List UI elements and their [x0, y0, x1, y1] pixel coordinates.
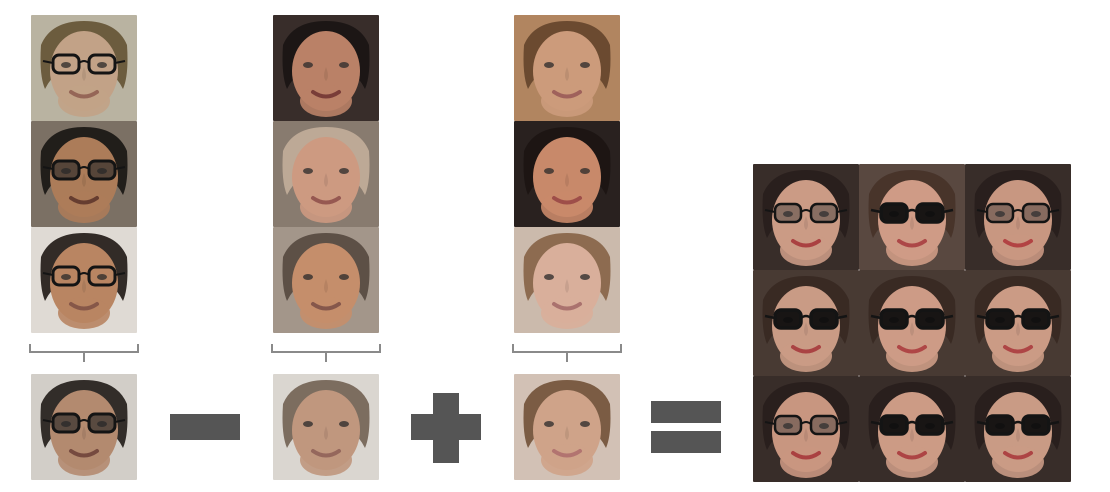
result-face-r2c1: [753, 270, 859, 376]
face-col2-row2: [273, 121, 379, 227]
brace-col3: [512, 344, 622, 362]
result-face-r2c3: [965, 270, 1071, 376]
result-face-r3c1: [753, 376, 859, 482]
result-face-r1c2: [859, 164, 965, 270]
face-col1-row1: [31, 15, 137, 121]
result-face-r2c2: [859, 270, 965, 376]
face-col2-row1: [273, 15, 379, 121]
equals-operator-bottom: [651, 431, 721, 453]
face-col1-average: [31, 374, 137, 480]
face-col1-row2: [31, 121, 137, 227]
result-face-r1c1: [753, 164, 859, 270]
face-col2-row3: [273, 227, 379, 333]
face-col2-average: [273, 374, 379, 480]
face-col3-average: [514, 374, 620, 480]
minus-operator: [170, 414, 240, 440]
face-col3-row2: [514, 121, 620, 227]
result-face-r3c3: [965, 376, 1071, 482]
face-col3-row1: [514, 15, 620, 121]
brace-col1: [29, 344, 139, 362]
face-col3-row3: [514, 227, 620, 333]
brace-col2: [271, 344, 381, 362]
face-col1-row3: [31, 227, 137, 333]
equals-operator-top: [651, 401, 721, 423]
plus-operator-vertical: [433, 393, 459, 463]
result-face-r3c2: [859, 376, 965, 482]
result-face-r1c3: [965, 164, 1071, 270]
